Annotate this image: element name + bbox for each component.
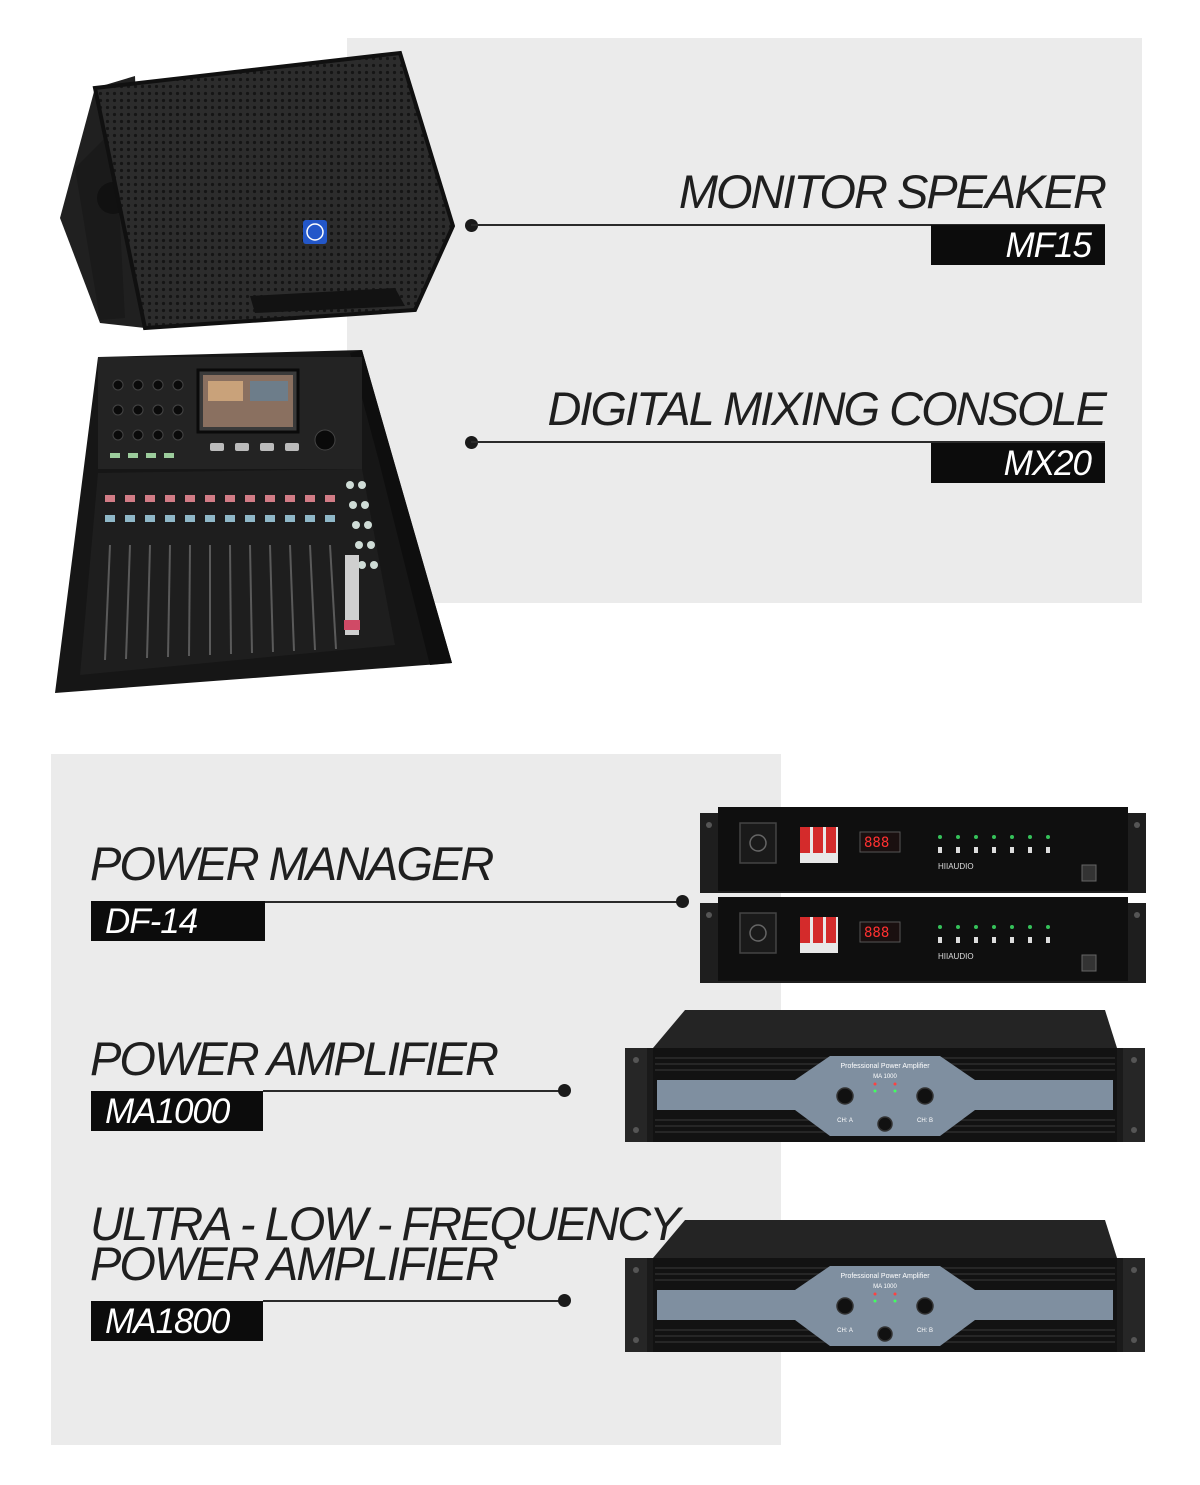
svg-text:888: 888 [864,925,889,941]
monitor-speaker-title: MONITOR SPEAKER [678,165,1107,218]
power-manager-model-badge: DF-14 [91,901,265,941]
amp-channel-a-2: CH: A [837,1328,853,1334]
mixing-console-connector-line [471,441,1105,443]
amp-header-label-1: Professional Power Amplifier [840,1063,930,1070]
amp-model-label-1: MA 1000 [873,1074,897,1080]
power-amplifier-connector-line [263,1090,565,1092]
power-manager-connector-line [265,901,685,903]
monitor-speaker-image [60,50,455,331]
power-amplifier-model-badge: MA1000 [91,1091,263,1131]
monitor-speaker-model-badge: MF15 [931,225,1105,265]
mixing-console-title: DIGITAL MIXING CONSOLE [547,382,1107,435]
ulf-amplifier-title-line2: POWER AMPLIFIER [90,1237,499,1290]
amp-channel-b-2: CH: B [917,1328,933,1334]
ulf-amplifier-model-badge: MA1800 [91,1301,263,1341]
amp-channel-a-1: CH: A [837,1118,853,1124]
ulf-amplifier-connector-dot [558,1294,571,1307]
ulf-amplifier-image: Professional Power Amplifier MA 1000 CH:… [625,1220,1145,1352]
monitor-speaker-connector-line [471,224,1105,226]
power-amplifier-title: POWER AMPLIFIER [90,1032,499,1085]
amp-channel-b-1: CH: B [917,1118,933,1124]
manager-brand-label-1: HIIAUDIO [938,862,974,871]
power-manager-connector-dot [676,895,689,908]
power-manager-title: POWER MANAGER [90,837,494,890]
power-amplifier-connector-dot [558,1084,571,1097]
top-background-panel [347,38,1142,603]
amp-header-label-2: Professional Power Amplifier [840,1273,930,1280]
mixing-console-model-badge: MX20 [931,443,1105,483]
digital-mixing-console-image [55,350,452,693]
power-manager-image: 888 HIIAUDIO 888 [700,807,1146,983]
amp-model-label-2: MA 1000 [873,1284,897,1290]
manager-brand-label-2: HIIAUDIO [938,952,974,961]
ulf-amplifier-title-line1: ULTRA - LOW - FREQUENCY [90,1197,681,1250]
svg-text:888: 888 [864,835,889,851]
power-amplifier-image: Professional Power Amplifier MA 1000 CH:… [625,1010,1145,1142]
ulf-amplifier-connector-line [263,1300,565,1302]
